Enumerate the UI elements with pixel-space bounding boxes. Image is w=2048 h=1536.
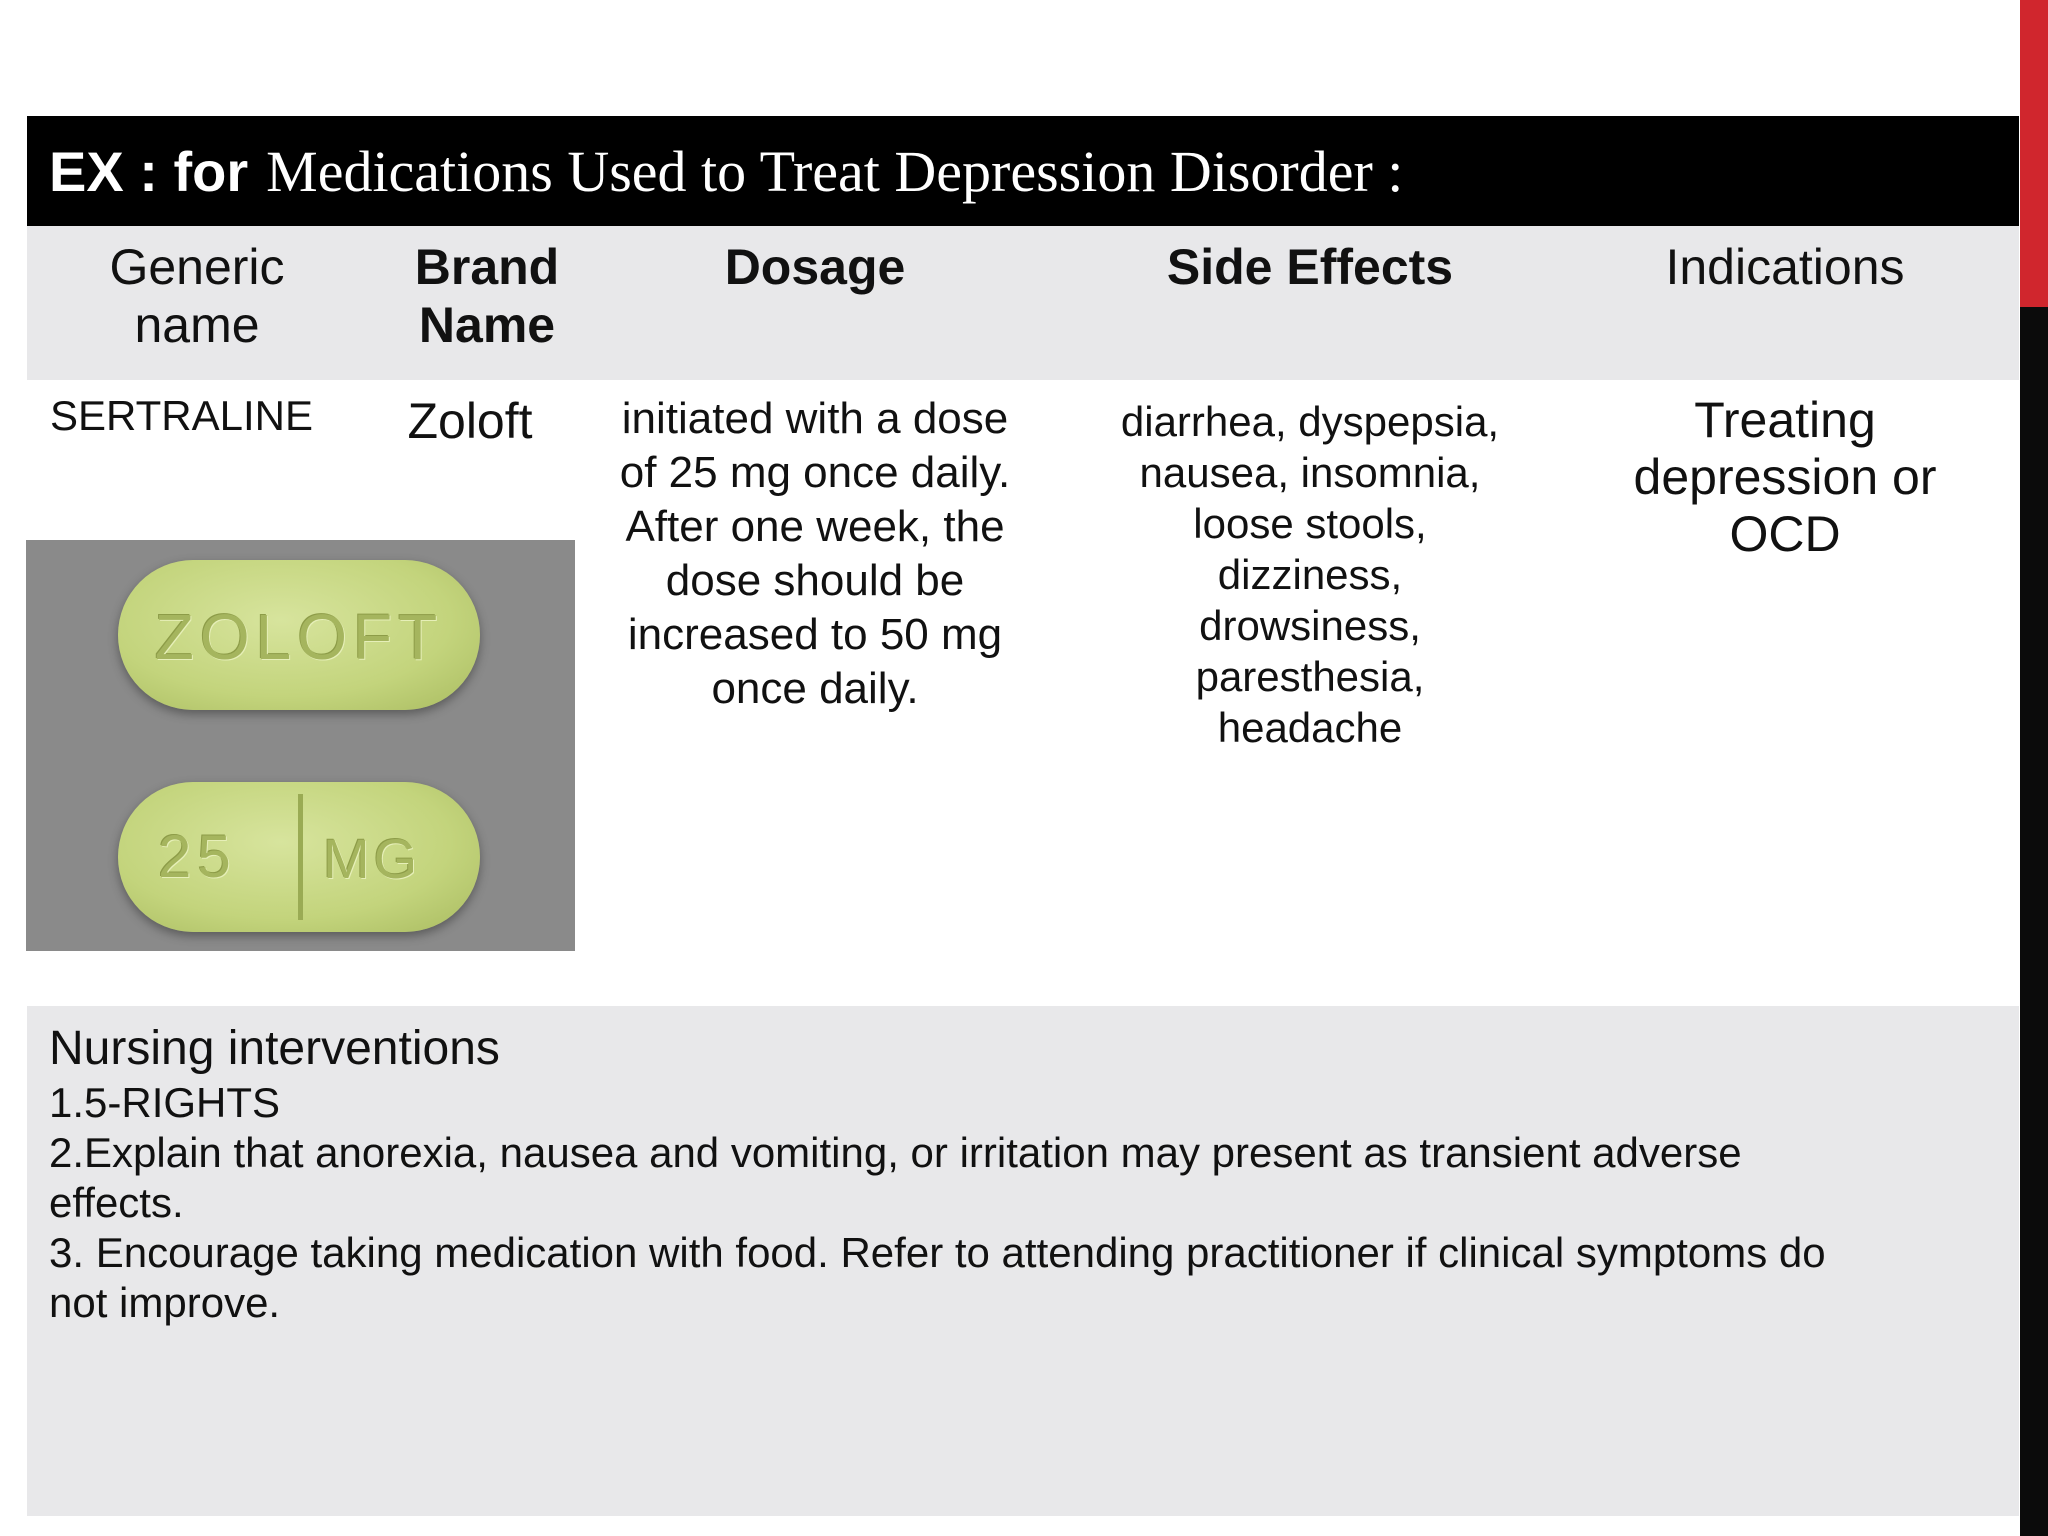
indication-line: Treating (1694, 392, 1876, 448)
dosage-line: dose should be (665, 556, 965, 605)
header-dosage: Dosage (724, 239, 906, 295)
dosage-line: of 25 mg once daily. (619, 448, 1011, 497)
cell-dosage: initiated with a dose of 25 mg once dail… (584, 392, 1046, 716)
header-side-effects: Side Effects (1166, 239, 1454, 295)
nursing-item: 1.5-RIGHTS (49, 1079, 281, 1126)
dosage-line: initiated with a dose (621, 394, 1009, 443)
header-brand-line-2: Name (418, 297, 556, 353)
dosage-line: once daily. (711, 664, 919, 713)
cell-side-effects: diarrhea, dyspepsia, nausea, insomnia, l… (1090, 396, 1530, 753)
side-effect-line: paresthesia, (1195, 653, 1425, 700)
nursing-item: not improve. (49, 1279, 281, 1326)
header-indications: Indications (1665, 239, 1905, 295)
cell-brand-name: Zoloft (407, 393, 533, 449)
right-edge-accent (2020, 0, 2048, 307)
table-header-row: Generic name Brand Name Dosage Side Effe… (27, 226, 2019, 380)
nursing-interventions-panel: Nursing interventions 1.5-RIGHTS 2.Expla… (27, 1006, 2019, 1516)
title-prefix: EX : for (49, 139, 249, 203)
header-brand-line-1: Brand (414, 239, 560, 295)
pill-tablet-top: ZOLOFT (118, 560, 480, 710)
side-effect-line: nausea, insomnia, (1139, 449, 1481, 496)
pill-tablet-bottom: 25 MG (118, 782, 480, 932)
pill-imprint-dose: 25 (158, 823, 237, 890)
header-brand-name: Brand Name (367, 238, 607, 354)
side-effect-line: dizziness, (1217, 551, 1403, 598)
dosage-line: After one week, the (625, 502, 1005, 551)
nursing-item: 2.Explain that anorexia, nausea and vomi… (49, 1129, 1742, 1176)
nursing-item: effects. (49, 1179, 184, 1226)
page-title: Medications Used to Treat Depression Dis… (266, 138, 1404, 204)
nursing-item: 3. Encourage taking medication with food… (49, 1229, 1826, 1276)
side-effect-line: headache (1217, 704, 1403, 751)
nursing-title: Nursing interventions (49, 1022, 500, 1075)
cell-indications: Treating depression or OCD (1600, 392, 1970, 563)
pill-imprint-unit: MG (323, 827, 422, 890)
header-generic-name: Generic name (82, 238, 312, 354)
side-effect-line: drowsiness, (1199, 602, 1421, 649)
title-bar: EX : for Medications Used to Treat Depre… (27, 116, 2019, 226)
pill-score-line (298, 794, 303, 920)
pill-imprint-top: ZOLOFT (154, 601, 444, 673)
cell-generic-name: SERTRALINE (50, 392, 313, 439)
indication-line: depression or (1633, 449, 1937, 505)
pill-photo: ZOLOFT 25 MG (26, 540, 575, 951)
dosage-line: increased to 50 mg (627, 610, 1003, 659)
header-generic-line-2: name (134, 297, 260, 353)
header-generic-line-1: Generic (109, 239, 285, 295)
side-effect-line: diarrhea, dyspepsia, (1120, 398, 1500, 445)
side-effect-line: loose stools, (1193, 500, 1427, 547)
indication-line: OCD (1729, 506, 1841, 562)
